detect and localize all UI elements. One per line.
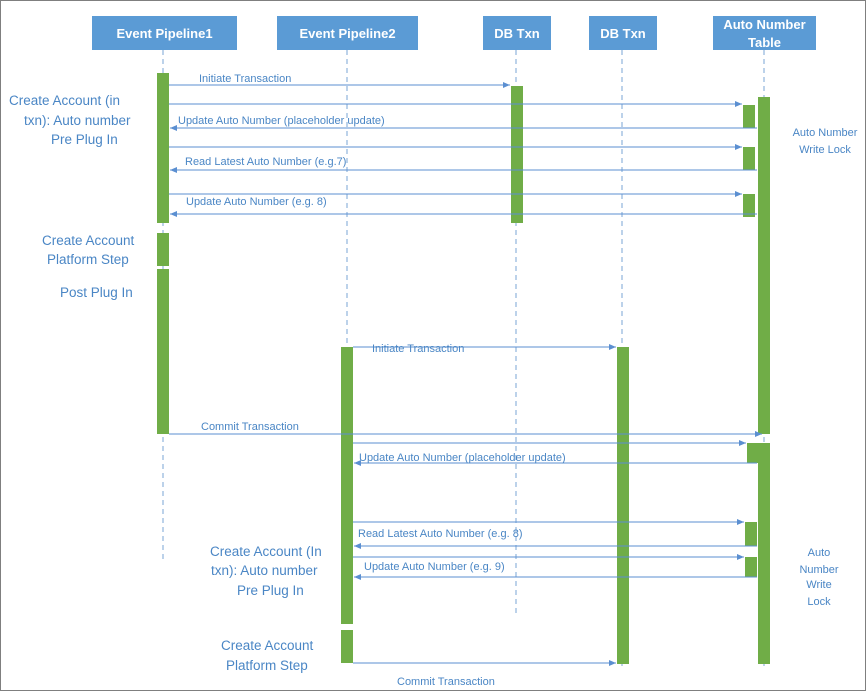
message-m11-label: Update Auto Number (placeholder update) xyxy=(359,452,566,464)
side-label-s2: Create Account Platform Step xyxy=(42,233,135,267)
lock-note-l2-line2: Number xyxy=(799,564,838,576)
side-label-s3: Post Plug In xyxy=(60,285,133,300)
message-m15: Update Auto Number (e.g. 9) xyxy=(354,561,757,580)
side-label-s2-line1: Create Account xyxy=(42,233,135,248)
lock-note-l1: Auto Number Write Lock xyxy=(793,127,858,156)
participant-ant: Auto Number Table xyxy=(713,16,816,50)
message-m7: Update Auto Number (e.g. 8) xyxy=(170,196,757,217)
message-m12: Read Latest Auto Number (e.g. 8) xyxy=(353,519,744,540)
side-label-s4-line3: Pre Plug In xyxy=(237,583,304,598)
participant-db1: DB Txn xyxy=(483,16,551,50)
lock-note-l2: Auto Number Write Lock xyxy=(799,547,838,608)
message-m9-label: Commit Transaction xyxy=(201,421,299,433)
activation-ep2-b xyxy=(341,630,353,663)
side-label-s1-line1: Create Account (in xyxy=(9,93,120,108)
message-m5: Read Latest Auto Number (e.g.7) xyxy=(170,156,757,173)
side-label-s5-line2: Platform Step xyxy=(226,658,308,673)
message-m3-label: Update Auto Number (placeholder update) xyxy=(178,115,385,127)
message-m1: Initiate Transaction xyxy=(169,73,510,88)
participant-ep1: Event Pipeline1 xyxy=(92,16,237,50)
message-m3: Update Auto Number (placeholder update) xyxy=(170,115,757,131)
activation-db1 xyxy=(511,86,523,223)
message-m16-label: Commit Transaction xyxy=(397,676,495,688)
lock-note-l2-line4: Lock xyxy=(807,596,831,608)
activation-ep1-b xyxy=(157,233,169,266)
activation-ant-b1 xyxy=(747,443,759,463)
message-m7-label: Update Auto Number (e.g. 8) xyxy=(186,196,327,208)
side-label-s3-line1: Post Plug In xyxy=(60,285,133,300)
side-label-s5: Create Account Platform Step xyxy=(221,638,314,673)
activation-ant-a xyxy=(758,97,770,434)
lock-note-l2-line1: Auto xyxy=(808,547,831,559)
participant-db2: DB Txn xyxy=(589,16,657,50)
activation-db2 xyxy=(617,347,629,664)
activation-ant-b3 xyxy=(745,557,757,577)
side-label-s2-line2: Platform Step xyxy=(47,252,129,267)
side-label-s5-line1: Create Account xyxy=(221,638,314,653)
participant-ep2-label: Event Pipeline2 xyxy=(299,26,395,41)
lock-note-l1-line1: Auto Number xyxy=(793,127,858,139)
activation-ant-b2 xyxy=(745,522,757,546)
lock-note-l2-line3: Write xyxy=(806,579,831,591)
participant-db2-label: DB Txn xyxy=(600,26,646,41)
participant-ant-label-line1: Auto Number xyxy=(723,17,805,32)
activation-ant-a3 xyxy=(743,194,755,217)
message-m8: Initiate Transaction xyxy=(353,343,616,355)
message-m15-label: Update Auto Number (e.g. 9) xyxy=(364,561,505,573)
participant-db1-label: DB Txn xyxy=(494,26,540,41)
message-m1-label: Initiate Transaction xyxy=(199,73,291,85)
side-label-s4-line2: txn): Auto number xyxy=(211,563,318,578)
side-label-s4: Create Account (In txn): Auto number Pre… xyxy=(210,544,322,598)
participant-ep1-label: Event Pipeline1 xyxy=(116,26,212,41)
side-label-s1: Create Account (in txn): Auto number Pre… xyxy=(9,93,131,147)
side-label-s4-line1: Create Account (In xyxy=(210,544,322,559)
message-m11: Update Auto Number (placeholder update) xyxy=(354,452,757,466)
activation-ant-a1 xyxy=(743,105,755,128)
activation-ant-b xyxy=(758,443,770,664)
side-label-s1-line2: txn): Auto number xyxy=(24,113,131,128)
activation-ep2-a xyxy=(341,347,353,624)
side-label-s1-line3: Pre Plug In xyxy=(51,132,118,147)
participant-ant-label-line2: Table xyxy=(748,35,781,50)
activation-ep1-c xyxy=(157,269,169,434)
message-m16: Commit Transaction xyxy=(353,660,616,688)
lock-note-l1-line2: Write Lock xyxy=(799,144,851,156)
message-m8-label: Initiate Transaction xyxy=(372,343,464,355)
activation-ep1-a xyxy=(157,73,169,223)
message-m5-label: Read Latest Auto Number (e.g.7) xyxy=(185,156,346,168)
message-m12-label: Read Latest Auto Number (e.g. 8) xyxy=(358,528,522,540)
activation-ant-a2 xyxy=(743,147,755,170)
participant-ep2: Event Pipeline2 xyxy=(277,16,418,50)
message-m9: Commit Transaction xyxy=(169,421,762,437)
